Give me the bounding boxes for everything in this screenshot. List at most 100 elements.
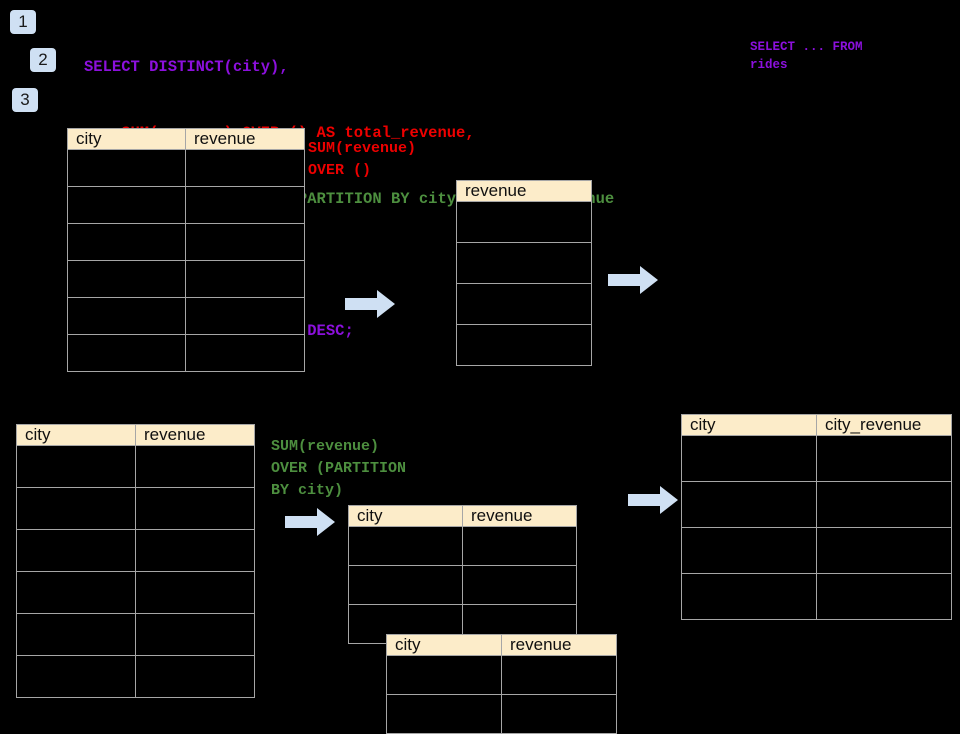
table-row — [456, 201, 592, 243]
cell-city — [386, 655, 502, 695]
table-header-row: city city_revenue — [681, 414, 952, 436]
table-row — [16, 613, 255, 656]
column-header-city: city — [67, 128, 186, 150]
arrow-bottom-left-icon — [285, 508, 335, 536]
table-header-row: city revenue — [348, 505, 577, 527]
cell-city — [16, 445, 136, 488]
column-header-city-revenue: city_revenue — [816, 414, 952, 436]
arrow-top-right-icon — [608, 266, 658, 294]
cell-revenue — [501, 694, 617, 734]
annotation-select-from: SELECT ... FROM rides — [750, 40, 863, 72]
table-row — [67, 260, 305, 298]
cell-revenue — [135, 571, 255, 614]
cell-revenue — [456, 324, 592, 366]
cell-revenue — [185, 223, 305, 261]
cell-city — [16, 613, 136, 656]
table-rides-bottom: city revenue — [16, 424, 255, 698]
table-row — [681, 435, 952, 482]
cell-city — [67, 334, 186, 372]
cell-city — [67, 149, 186, 187]
cell-city — [386, 694, 502, 734]
sql-line-1: SELECT DISTINCT(city), — [84, 58, 289, 76]
column-header-revenue: revenue — [185, 128, 305, 150]
table-row — [386, 694, 617, 734]
table-row — [67, 334, 305, 372]
cell-city — [348, 526, 463, 566]
cell-city — [681, 481, 817, 528]
table-row — [67, 223, 305, 261]
cell-revenue — [135, 445, 255, 488]
cell-revenue — [185, 149, 305, 187]
table-row — [681, 527, 952, 574]
column-header-city: city — [681, 414, 817, 436]
cell-city — [67, 297, 186, 335]
table-row — [456, 324, 592, 366]
cell-city — [67, 260, 186, 298]
table-header-row: city revenue — [67, 128, 305, 150]
cell-revenue — [462, 565, 577, 605]
table-header-row: city revenue — [386, 634, 617, 656]
cell-revenue — [456, 283, 592, 325]
step-badge-1: 1 — [10, 10, 36, 34]
cell-city — [16, 487, 136, 530]
cell-city — [348, 565, 463, 605]
cell-city — [681, 573, 817, 620]
cell-city — [16, 529, 136, 572]
cell-revenue — [135, 613, 255, 656]
table-row — [386, 655, 617, 695]
table-row — [681, 573, 952, 620]
column-header-revenue: revenue — [456, 180, 592, 202]
cell-city — [67, 186, 186, 224]
table-row — [456, 242, 592, 284]
cell-city — [16, 571, 136, 614]
cell-revenue — [135, 655, 255, 698]
annotation-sum-over-empty: SUM(revenue) OVER () — [308, 140, 417, 179]
table-row — [348, 565, 577, 605]
column-header-city: city — [348, 505, 463, 527]
table-row — [67, 297, 305, 335]
table-rides-top: city revenue — [67, 128, 305, 372]
cell-city-revenue — [816, 481, 952, 528]
table-header-row: city revenue — [16, 424, 255, 446]
step-badge-2: 2 — [30, 48, 56, 72]
cell-city-revenue — [816, 527, 952, 574]
table-row — [16, 529, 255, 572]
cell-city — [67, 223, 186, 261]
cell-revenue — [185, 186, 305, 224]
table-row — [16, 571, 255, 614]
arrow-bottom-right-icon — [628, 486, 678, 514]
cell-revenue — [135, 487, 255, 530]
column-header-city: city — [386, 634, 502, 656]
table-row — [67, 186, 305, 224]
column-header-revenue: revenue — [135, 424, 255, 446]
cell-city — [681, 435, 817, 482]
annotation-sum-over-partition: SUM(revenue) OVER (PARTITION BY city) — [271, 438, 407, 499]
table-row — [681, 481, 952, 528]
cell-revenue — [462, 526, 577, 566]
cell-city — [16, 655, 136, 698]
cell-revenue — [456, 242, 592, 284]
column-header-revenue: revenue — [501, 634, 617, 656]
table-city-revenue-result: city city_revenue — [681, 414, 952, 620]
arrow-top-left-icon — [345, 290, 395, 318]
cell-revenue — [501, 655, 617, 695]
step-badge-3: 3 — [12, 88, 38, 112]
table-header-row: revenue — [456, 180, 592, 202]
cell-revenue — [456, 201, 592, 243]
cell-city-revenue — [816, 573, 952, 620]
column-header-city: city — [16, 424, 136, 446]
column-header-revenue: revenue — [462, 505, 577, 527]
cell-revenue — [185, 260, 305, 298]
cell-city — [681, 527, 817, 574]
cell-revenue — [135, 529, 255, 572]
table-row — [16, 445, 255, 488]
table-row — [456, 283, 592, 325]
table-row — [67, 149, 305, 187]
table-row — [16, 487, 255, 530]
cell-city-revenue — [816, 435, 952, 482]
table-partition-back: city revenue — [348, 505, 577, 644]
table-row — [348, 526, 577, 566]
table-total-revenue: revenue — [456, 180, 592, 366]
cell-revenue — [185, 334, 305, 372]
